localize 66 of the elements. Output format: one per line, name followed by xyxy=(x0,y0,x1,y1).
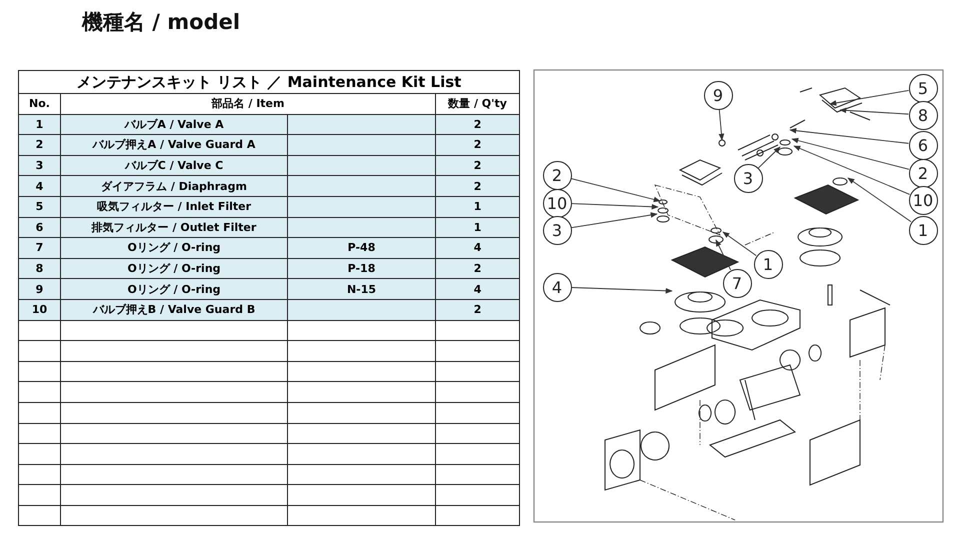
quantity-cell: 2 xyxy=(436,258,520,279)
callout-number: 6 xyxy=(908,130,938,160)
callout-number: 10 xyxy=(542,188,572,218)
part-number-cell: 6 xyxy=(18,217,60,238)
leader-line xyxy=(847,178,912,222)
part-number-cell: 10 xyxy=(18,299,60,320)
callout-number: 3 xyxy=(542,216,572,244)
part-spec-cell: P-48 xyxy=(288,238,436,258)
part-name-cell: Oリング / O-ring xyxy=(60,238,288,258)
header-cell: 部品名 / Item xyxy=(60,94,436,114)
leader-line xyxy=(839,108,909,115)
header-cell: No. xyxy=(18,94,60,114)
callout-number: 3 xyxy=(734,164,762,192)
table-title: メンテナンスキット リスト ／ Maintenance Kit List xyxy=(18,70,520,94)
leader-line xyxy=(570,212,658,228)
callout-number: 9 xyxy=(704,80,732,110)
quantity-cell: 2 xyxy=(436,176,520,196)
leader-line xyxy=(829,90,910,106)
part-number-cell: 8 xyxy=(18,258,60,279)
part-name-cell: バルブ押えB / Valve Guard B xyxy=(60,299,288,320)
quantity-cell: 2 xyxy=(436,134,520,156)
leader-line xyxy=(793,146,910,195)
part-number-cell: 9 xyxy=(18,278,60,300)
leader-line xyxy=(716,239,732,270)
leader-line xyxy=(571,287,673,294)
leader-line xyxy=(722,232,757,256)
callout-number: 2 xyxy=(542,160,572,190)
leader-line xyxy=(570,178,661,202)
callout-number: 7 xyxy=(722,268,752,298)
part-name-cell: 排気フィルター / Outlet Filter xyxy=(60,217,288,238)
leader-line xyxy=(718,109,724,141)
part-number-cell: 2 xyxy=(18,134,60,156)
callout-number: 1 xyxy=(908,216,938,244)
part-name-cell: ダイアフラム / Diaphragm xyxy=(60,176,288,196)
callout-number: 1 xyxy=(754,250,782,278)
quantity-cell: 2 xyxy=(436,299,520,320)
quantity-cell: 2 xyxy=(436,155,520,176)
quantity-cell: 1 xyxy=(436,196,520,218)
part-spec-cell: P-18 xyxy=(288,258,436,279)
part-name-cell: バルブA / Valve A xyxy=(60,114,288,135)
leader-line xyxy=(571,203,659,210)
part-name-cell: 吸気フィルター / Inlet Filter xyxy=(60,196,288,218)
part-name-cell: Oリング / O-ring xyxy=(60,258,288,279)
leader-line xyxy=(789,128,910,144)
quantity-cell: 4 xyxy=(436,238,520,258)
part-name-cell: バルブ押えA / Valve Guard A xyxy=(60,134,288,156)
part-spec-cell: N-15 xyxy=(288,278,436,300)
callout-number: 5 xyxy=(908,74,938,102)
part-number-cell: 7 xyxy=(18,238,60,258)
leader-line xyxy=(791,138,910,170)
part-number-cell: 4 xyxy=(18,176,60,196)
part-number-cell: 3 xyxy=(18,155,60,176)
part-name-cell: バルブC / Valve C xyxy=(60,155,288,176)
quantity-cell: 4 xyxy=(436,278,520,300)
quantity-cell: 2 xyxy=(436,114,520,135)
leader-line xyxy=(758,146,780,168)
quantity-cell: 1 xyxy=(436,217,520,238)
part-name-cell: Oリング / O-ring xyxy=(60,278,288,300)
header-cell: 数量 / Q'ty xyxy=(436,94,520,114)
part-number-cell: 1 xyxy=(18,114,60,135)
callout-number: 4 xyxy=(542,272,572,302)
part-number-cell: 5 xyxy=(18,196,60,218)
title: 機種名 / model xyxy=(82,9,240,36)
callout-number: 8 xyxy=(908,100,938,130)
callout-number: 10 xyxy=(908,186,938,214)
callout-number: 2 xyxy=(908,158,938,188)
